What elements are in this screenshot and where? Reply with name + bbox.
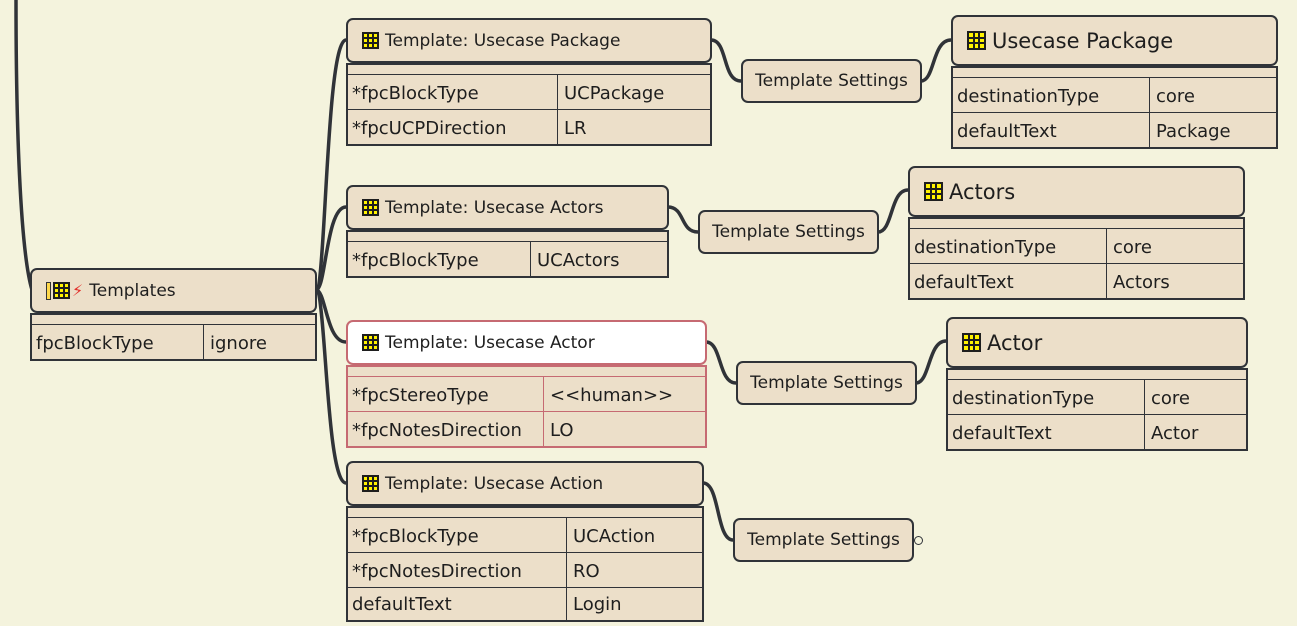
node-label: Template: Usecase Actors: [385, 197, 604, 218]
table-icon: [962, 333, 981, 352]
connector-settings-usecase-package: [919, 38, 953, 83]
connector-parent-templates: [14, 0, 34, 292]
attribute-key: destinationType: [948, 380, 1145, 414]
node-label: Template: Usecase Package: [385, 30, 621, 51]
node-label: Template Settings: [747, 530, 900, 550]
attribute-value: Actors: [1113, 272, 1170, 293]
usecase-package-attributes: destinationType core defaultText Package: [951, 66, 1278, 149]
attribute-key: defaultText: [948, 415, 1145, 449]
node-label: Usecase Package: [992, 28, 1174, 53]
attribute-value: core: [1151, 388, 1190, 409]
attribute-value: ignore: [210, 333, 267, 354]
attribute-key: *fpcBlockType: [348, 518, 567, 552]
connector-actor-settings: [704, 340, 738, 385]
attribute-key: defaultText: [953, 113, 1150, 147]
template-settings-node[interactable]: Template Settings: [733, 518, 914, 562]
node-label: Template Settings: [750, 373, 903, 393]
attribute-row: fpcBlockType ignore: [32, 325, 315, 359]
template-settings-node[interactable]: Template Settings: [698, 210, 879, 254]
table-icon: [967, 31, 986, 50]
actor-attributes: destinationType core defaultText Actor: [946, 368, 1248, 451]
attribute-value: Actor: [1151, 423, 1199, 444]
node-label: Template: Usecase Actor: [385, 332, 595, 353]
attribute-key: defaultText: [348, 588, 567, 620]
attribute-key: fpcBlockType: [32, 325, 204, 359]
template-usecase-actors-node[interactable]: Template: Usecase Actors: [346, 185, 669, 230]
table-icon: [924, 182, 943, 201]
attribute-value: <<human>>: [550, 385, 674, 406]
attribute-value: Login: [573, 594, 622, 615]
attribute-key: destinationType: [910, 229, 1107, 263]
table-icon: [362, 334, 379, 351]
template-usecase-actors-attributes: *fpcBlockType UCActors: [346, 230, 669, 278]
attribute-value: UCAction: [573, 526, 656, 547]
connector-settings-actors: [876, 188, 910, 234]
attribute-key: *fpcBlockType: [348, 75, 558, 109]
attribute-key: destinationType: [953, 78, 1150, 112]
connector-templates-actors: [314, 205, 348, 292]
table-icon: [362, 199, 379, 216]
usecase-package-node[interactable]: Usecase Package: [951, 15, 1278, 66]
attribute-value: RO: [573, 561, 600, 582]
template-settings-node[interactable]: Template Settings: [736, 361, 917, 405]
template-settings-node[interactable]: Template Settings: [741, 59, 922, 103]
node-label: Template Settings: [755, 71, 908, 91]
lightning-icon: ⚡: [72, 280, 84, 300]
template-usecase-actor-node[interactable]: Template: Usecase Actor: [346, 320, 707, 365]
attribute-key: *fpcUCPDirection: [348, 110, 558, 144]
actors-node[interactable]: Actors: [908, 166, 1245, 217]
templates-attributes: fpcBlockType ignore: [30, 313, 317, 361]
attribute-value: LR: [564, 118, 587, 139]
connector-package-settings: [709, 38, 743, 83]
node-label: Template Settings: [712, 222, 865, 242]
connector-templates-action: [314, 288, 348, 485]
node-label: Actor: [987, 330, 1043, 355]
table-icon: [362, 32, 379, 49]
node-label: Template: Usecase Action: [385, 473, 604, 494]
attribute-key: defaultText: [910, 264, 1107, 298]
attribute-key: *fpcNotesDirection: [348, 553, 567, 587]
attribute-value: LO: [550, 420, 574, 441]
connector-action-settings: [701, 481, 735, 542]
actor-node[interactable]: Actor: [946, 317, 1248, 368]
attribute-value: UCPackage: [564, 83, 665, 104]
attribute-key: *fpcStereoType: [348, 377, 544, 411]
connector-actors-settings: [666, 205, 700, 234]
folded-node-indicator[interactable]: [914, 536, 923, 545]
template-usecase-package-attributes: *fpcBlockType UCPackage *fpcUCPDirection L…: [346, 63, 712, 146]
connector-templates-package: [314, 38, 348, 292]
attribute-key: *fpcBlockType: [348, 242, 531, 276]
node-label: Actors: [949, 179, 1016, 204]
template-usecase-action-attributes: *fpcBlockType UCAction *fpcNotesDirection…: [346, 506, 704, 622]
table-icon: [53, 282, 70, 299]
node-label: Templates: [89, 280, 176, 301]
template-usecase-action-node[interactable]: Template: Usecase Action: [346, 461, 704, 506]
template-usecase-package-node[interactable]: Template: Usecase Package: [346, 18, 712, 63]
attribute-value: core: [1156, 86, 1195, 107]
connector-settings-actor: [914, 339, 948, 385]
table-icon: [362, 475, 379, 492]
attribute-value: core: [1113, 237, 1152, 258]
templates-node[interactable]: ⚡ Templates: [30, 268, 317, 313]
template-usecase-actor-attributes: *fpcStereoType <<human>> *fpcNotesDirecti…: [346, 365, 707, 448]
attribute-value: Package: [1156, 121, 1231, 142]
pencil-icon: [46, 281, 51, 300]
actors-attributes: destinationType core defaultText Actors: [908, 217, 1245, 300]
attribute-value: UCActors: [537, 250, 620, 271]
attribute-key: *fpcNotesDirection: [348, 412, 544, 446]
